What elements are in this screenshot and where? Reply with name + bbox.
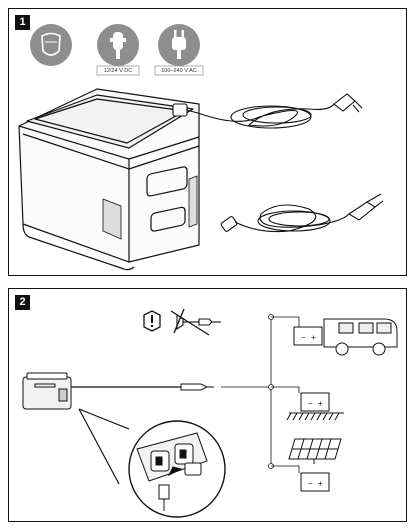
dc-cable-illustration (220, 193, 384, 233)
ground-battery-illustration: − + (286, 392, 344, 421)
panel-step-2: 2 (8, 288, 407, 522)
step-number: 2 (15, 295, 30, 310)
ac-cable-illustration (172, 93, 363, 129)
dc-label-box (96, 65, 140, 76)
car-plug-icon (97, 24, 139, 66)
warning-icon (143, 310, 161, 332)
vehicle-battery-illustration: − + (293, 318, 398, 356)
cooler-illustration (18, 88, 200, 271)
svg-text:+: + (318, 479, 323, 488)
ac-label-box (154, 65, 204, 76)
panel-2-illustration: − + − + − + (22, 308, 398, 518)
socket-detail-illustration (128, 420, 226, 518)
svg-text:+: + (318, 399, 323, 408)
shield-icon (30, 24, 72, 66)
no-ac-plug-icon (170, 308, 221, 336)
ac-plug-icon (158, 24, 200, 66)
svg-text:−: − (308, 479, 313, 488)
step-number: 1 (15, 15, 30, 30)
car-plug-icon (180, 383, 214, 391)
zoom-lines (78, 408, 130, 485)
ac-voltage-label: 100–240 V AC (161, 68, 197, 74)
dc-voltage-label: 12/24 V DC (104, 68, 132, 74)
panel-step-1: 1 12/24 V DC 100–240 V AC (8, 8, 407, 276)
svg-text:−: − (308, 399, 313, 408)
power-source-branch (268, 314, 300, 473)
cooler-small-illustration (22, 372, 72, 410)
svg-text:−: − (301, 333, 306, 342)
solar-panel-illustration: − + (288, 438, 342, 492)
svg-text:+: + (311, 333, 316, 342)
panel-1-illustration: 12/24 V DC 100–240 V AC (18, 24, 384, 271)
